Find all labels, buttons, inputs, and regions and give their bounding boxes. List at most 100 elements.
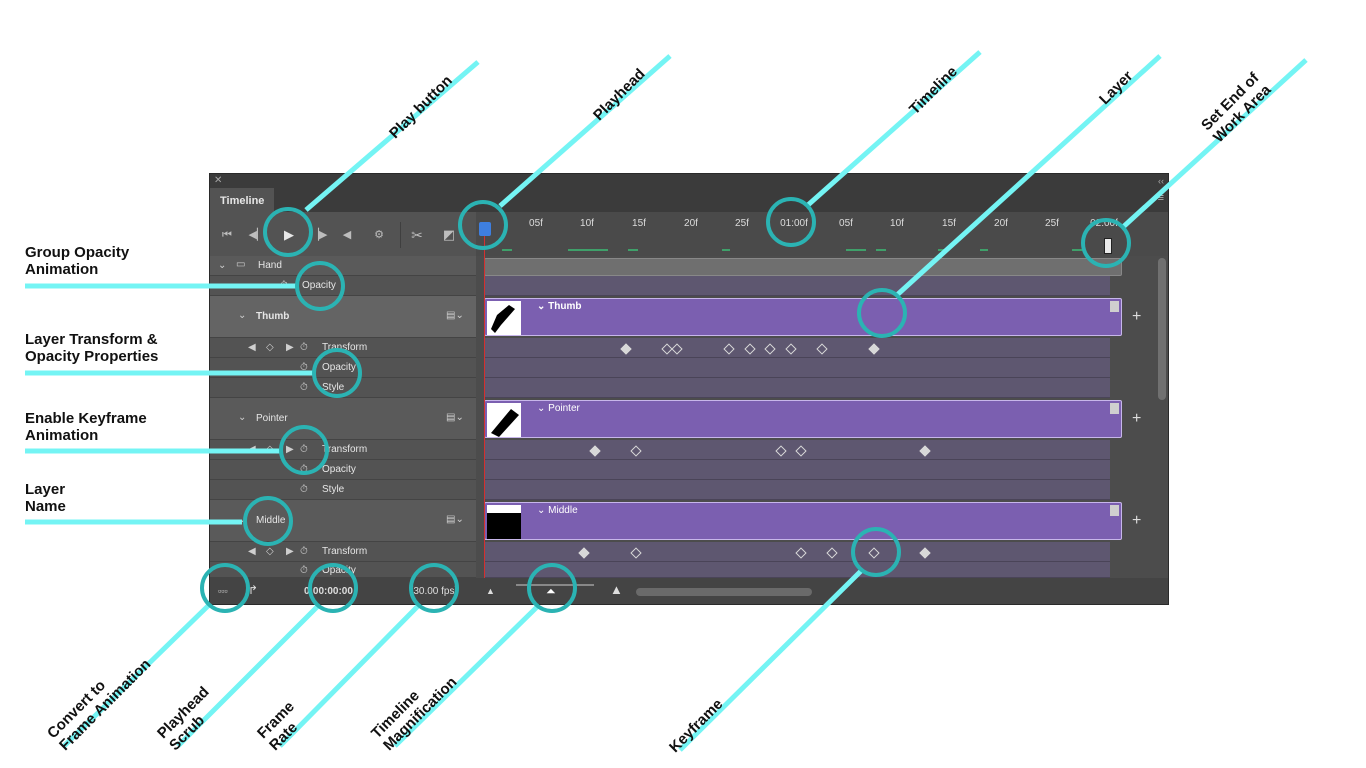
playhead[interactable] (479, 222, 491, 236)
cache-indicator (846, 249, 866, 251)
stopwatch-icon[interactable]: ⏱ (300, 484, 308, 495)
bottom-bar: ▫▫▫ ↱ 0:00:00:00 (30.00 fps) ▲ ⏶ ▲ (210, 578, 1168, 604)
layer-thumbnail (487, 301, 521, 335)
previous-keyframe-icon[interactable]: ◀ (248, 546, 256, 557)
stopwatch-icon[interactable]: ⏱ (300, 342, 308, 353)
next-keyframe-icon[interactable]: ▶ (286, 546, 294, 557)
chevron-down-icon[interactable]: ⌄ (238, 412, 247, 423)
clip-end-handle[interactable] (1110, 505, 1119, 516)
ruler-tick: 20f (684, 218, 698, 229)
vertical-scrollbar[interactable] (1158, 258, 1166, 400)
callout-layer: Layer (1096, 67, 1137, 109)
stopwatch-icon[interactable]: ⏱ (300, 382, 308, 393)
close-icon[interactable]: ✕ (214, 175, 223, 186)
layer-group-row[interactable]: ⌄ ▭ Hand (210, 256, 476, 276)
zoom-in-icon[interactable]: ▲ (610, 582, 623, 597)
go-to-next-frame-icon[interactable]: ▕▶ (310, 229, 328, 241)
collapse-icon[interactable]: ‹‹ (1158, 176, 1164, 186)
clip-label-text: Pointer (548, 403, 580, 414)
zoom-slider-thumb-icon[interactable]: ⏶ (546, 584, 556, 598)
ruler-tick: 25f (735, 218, 749, 229)
layer-row-thumb[interactable]: ⌄ Thumb ▤⌄ (210, 296, 476, 338)
keyframe-lane (484, 460, 1110, 480)
stopwatch-icon[interactable]: ⏱ (300, 444, 308, 455)
tab-timeline[interactable]: Timeline (210, 188, 275, 212)
add-media-button[interactable]: + (1132, 308, 1142, 325)
property-row: ⏱ Opacity (210, 358, 476, 378)
callout-play-button: Play button (386, 72, 456, 143)
chevron-down-icon[interactable]: ⌄ (238, 514, 247, 525)
render-video-icon[interactable]: ↱ (248, 583, 259, 597)
callout-playhead: Playhead (590, 65, 649, 125)
cache-indicator (568, 249, 608, 251)
go-to-previous-frame-icon[interactable]: ◀▏ (248, 229, 266, 241)
layer-clip-thumb[interactable]: ⌄ Thumb (484, 298, 1122, 336)
layer-clip-pointer[interactable]: ⌄ Pointer (484, 400, 1122, 438)
next-keyframe-icon[interactable]: ▶ (286, 342, 294, 353)
convert-to-frame-animation-icon[interactable]: ▫▫▫ (218, 586, 228, 596)
add-media-button[interactable]: + (1132, 512, 1142, 529)
keyframe-lane (484, 276, 1110, 296)
pointer-shape-icon (491, 409, 519, 437)
ruler-tick: 15f (632, 218, 646, 229)
cache-indicator (722, 249, 730, 251)
property-label: Style (322, 484, 345, 495)
layer-row-pointer[interactable]: ⌄ Pointer ▤⌄ (210, 398, 476, 440)
clip-end-handle[interactable] (1110, 301, 1119, 312)
layer-row-middle[interactable]: ⌄ Middle ▤⌄ (210, 500, 476, 542)
previous-keyframe-icon[interactable]: ◀ (248, 342, 256, 353)
add-keyframe-icon[interactable]: ◇ (266, 444, 274, 455)
audio-icon[interactable]: ◀ (342, 229, 352, 241)
filmstrip-icon[interactable]: ▤⌄ (446, 310, 464, 321)
zoom-out-icon[interactable]: ▲ (486, 586, 495, 596)
stopwatch-icon[interactable]: ⏱ (300, 565, 308, 576)
ruler-tick: 02:00f (1090, 218, 1118, 229)
stopwatch-icon[interactable]: ⏱ (300, 362, 308, 373)
stopwatch-icon[interactable]: ⏱ (300, 464, 308, 475)
ruler-tick: 05f (529, 218, 543, 229)
timeline-toolbar: ⏮ ◀▏ ▶ ▕▶ ◀ ⚙ ✂ ◩ (210, 212, 476, 256)
ruler-tick: 10f (580, 218, 594, 229)
clip-label: ⌄ Thumb (537, 301, 582, 312)
property-row: ⏱ Style (210, 378, 476, 398)
filmstrip-icon[interactable]: ▤⌄ (446, 412, 464, 423)
chevron-down-icon[interactable]: ⌄ (218, 260, 227, 271)
layer-thumbnail (487, 505, 521, 539)
callout-layer-transform: Layer Transform & Opacity Properties (25, 331, 159, 365)
set-end-of-work-area-handle[interactable] (1104, 238, 1112, 254)
transition-icon[interactable]: ◩ (442, 227, 456, 242)
layer-clip-middle[interactable]: ⌄ Middle (484, 502, 1122, 540)
timeline-panel: ✕ ‹‹ Timeline ≡ ⏮ ◀▏ ▶ ▕▶ ◀ ⚙ ✂ ◩ 05f 10… (209, 173, 1169, 605)
cache-indicator (628, 249, 638, 251)
group-clip-hand[interactable] (484, 258, 1122, 276)
folder-icon: ▭ (236, 259, 246, 270)
playhead-scrub-timecode[interactable]: 0:00:00:00 (304, 586, 353, 597)
clip-label-text: Thumb (548, 301, 582, 312)
callout-keyframe: Keyframe (666, 695, 727, 757)
panel-menu-icon[interactable]: ≡ (1157, 192, 1164, 204)
next-keyframe-icon[interactable]: ▶ (286, 444, 294, 455)
add-keyframe-icon[interactable]: ◇ (266, 342, 274, 353)
horizontal-scrollbar[interactable] (636, 588, 812, 596)
add-media-button[interactable]: + (1132, 410, 1142, 427)
property-row: ⏱ Opacity (210, 562, 476, 578)
filmstrip-icon[interactable]: ▤⌄ (446, 514, 464, 525)
property-label: Transform (322, 342, 368, 353)
timeline-track-area[interactable]: ⌄ Thumb + ⌄ Pointer + ⌄ (476, 256, 1168, 578)
split-at-playhead-icon[interactable]: ✂ (411, 227, 423, 243)
chevron-down-icon[interactable]: ⌄ (238, 310, 247, 321)
settings-gear-icon[interactable]: ⚙ (374, 229, 384, 241)
layer-thumbnail (487, 403, 521, 437)
property-label: Opacity (322, 362, 356, 373)
clip-label: ⌄ Middle (537, 505, 578, 516)
ruler-tick: 15f (942, 218, 956, 229)
stopwatch-icon[interactable]: ⏱ (280, 280, 288, 291)
clip-end-handle[interactable] (1110, 403, 1119, 414)
timeline-ruler[interactable]: 05f 10f 15f 20f 25f 01:00f 05f 10f 15f 2… (476, 212, 1168, 256)
go-to-first-frame-icon[interactable]: ⏮ (222, 229, 232, 241)
add-keyframe-icon[interactable]: ◇ (266, 546, 274, 557)
previous-keyframe-icon[interactable]: ◀ (248, 444, 256, 455)
frame-rate[interactable]: (30.00 fps) (410, 586, 458, 597)
play-button[interactable]: ▶ (284, 227, 294, 242)
stopwatch-icon[interactable]: ⏱ (300, 546, 308, 557)
